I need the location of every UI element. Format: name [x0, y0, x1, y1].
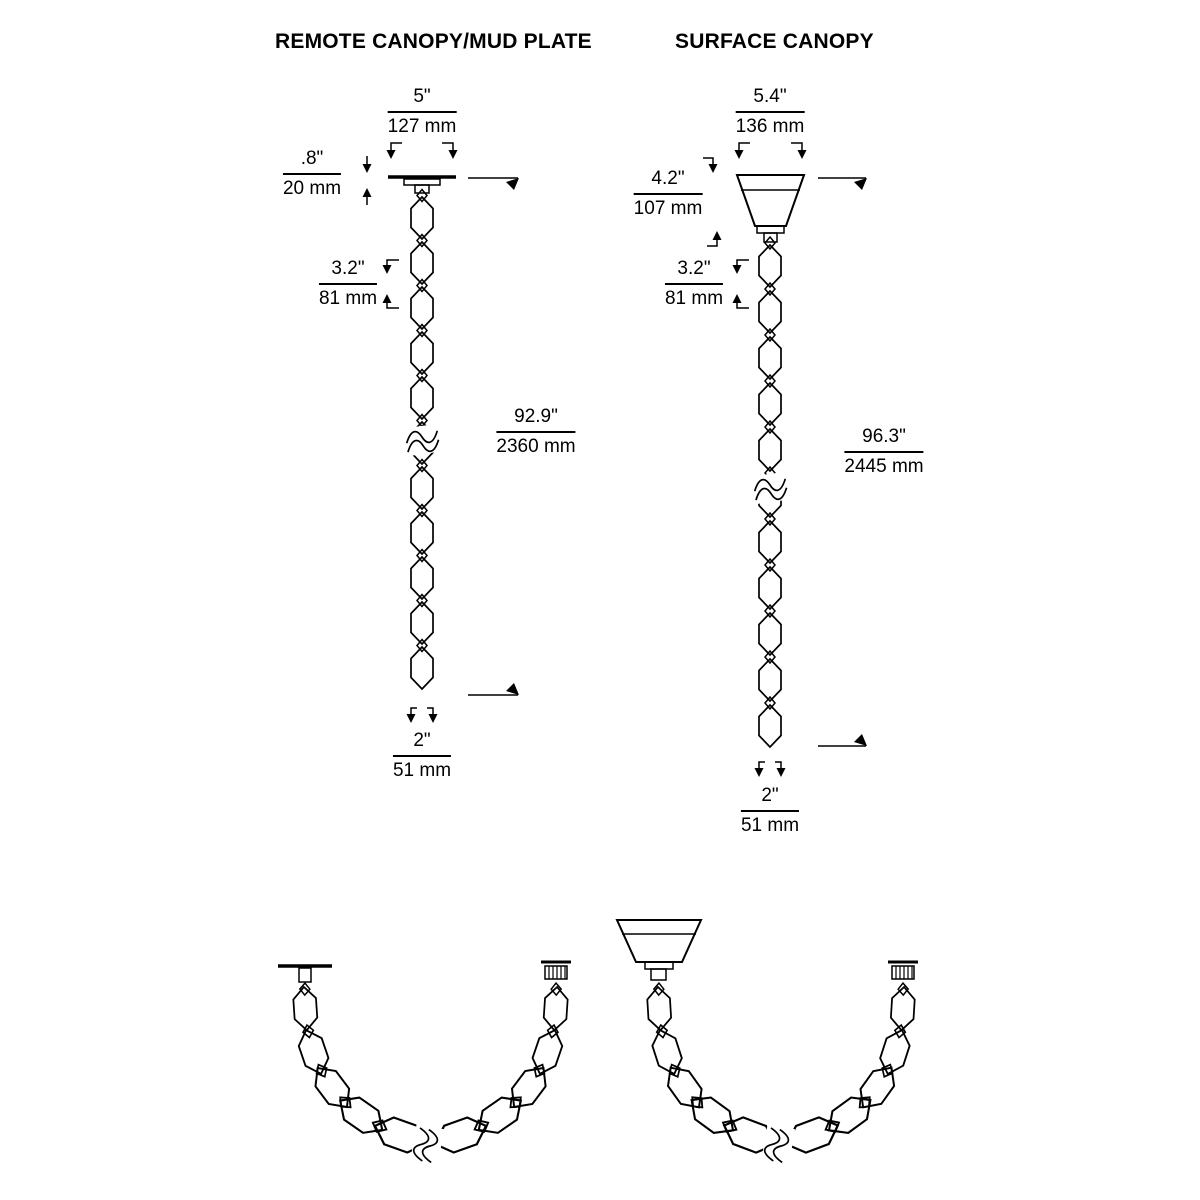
dim-value-mm: 107 mm	[633, 197, 703, 219]
dim-surface-bottom: 2" 51 mm	[740, 785, 800, 837]
dim-value-in: .8"	[282, 148, 342, 175]
chain-break-symbol	[400, 422, 445, 458]
dim-remote-thickness: .8" 20 mm	[282, 148, 342, 200]
chain-break-symbol	[409, 1123, 445, 1168]
dim-value-mm: 127 mm	[387, 115, 457, 137]
chain-break-symbol	[748, 470, 793, 506]
dim-value-in: 3.2"	[318, 258, 378, 285]
swag-mud-plate	[278, 964, 332, 983]
dim-value-mm: 2445 mm	[844, 455, 924, 477]
dim-value-in: 96.3"	[844, 426, 924, 453]
dim-remote-bottom: 2" 51 mm	[392, 730, 452, 782]
dim-value-mm: 2360 mm	[496, 435, 576, 457]
surface-canopy	[735, 174, 806, 243]
swag-canopy	[615, 919, 703, 981]
dim-value-in: 5"	[387, 86, 457, 113]
dim-value-in: 3.2"	[664, 258, 724, 285]
mud-plate	[388, 175, 456, 194]
dim-surface-canopy: 4.2" 107 mm	[633, 168, 703, 220]
dim-value-in: 4.2"	[633, 168, 703, 195]
surface-title: SURFACE CANOPY	[675, 30, 874, 53]
dim-remote-overall: 92.9" 2360 mm	[496, 406, 576, 458]
dim-remote-link: 3.2" 81 mm	[318, 258, 378, 310]
dim-value-mm: 81 mm	[318, 287, 378, 309]
swag-surface-drawing	[615, 919, 918, 1168]
dim-value-in: 2"	[740, 785, 800, 812]
dim-value-mm: 20 mm	[282, 177, 342, 199]
dim-value-mm: 81 mm	[664, 287, 724, 309]
dim-value-in: 5.4"	[735, 86, 805, 113]
remote-dim-marks	[361, 142, 520, 724]
surface-dim-marks	[703, 142, 868, 778]
dim-value-mm: 136 mm	[735, 115, 805, 137]
dim-remote-width: 5" 127 mm	[387, 86, 457, 138]
remote-fixture-drawing	[361, 142, 520, 724]
dim-surface-overall: 96.3" 2445 mm	[844, 426, 924, 478]
dim-value-mm: 51 mm	[740, 814, 800, 836]
swag-remote-drawing	[278, 960, 571, 1168]
dim-value-mm: 51 mm	[392, 759, 452, 781]
dim-value-in: 92.9"	[496, 406, 576, 433]
remote-title: REMOTE CANOPY/MUD PLATE	[275, 30, 592, 53]
chain-break-symbol	[760, 1123, 796, 1168]
swag-connector	[541, 960, 571, 980]
swag-connector	[888, 960, 918, 980]
dim-surface-link: 3.2" 81 mm	[664, 258, 724, 310]
dim-surface-width: 5.4" 136 mm	[735, 86, 805, 138]
surface-fixture-drawing	[703, 142, 868, 778]
dim-value-in: 2"	[392, 730, 452, 757]
